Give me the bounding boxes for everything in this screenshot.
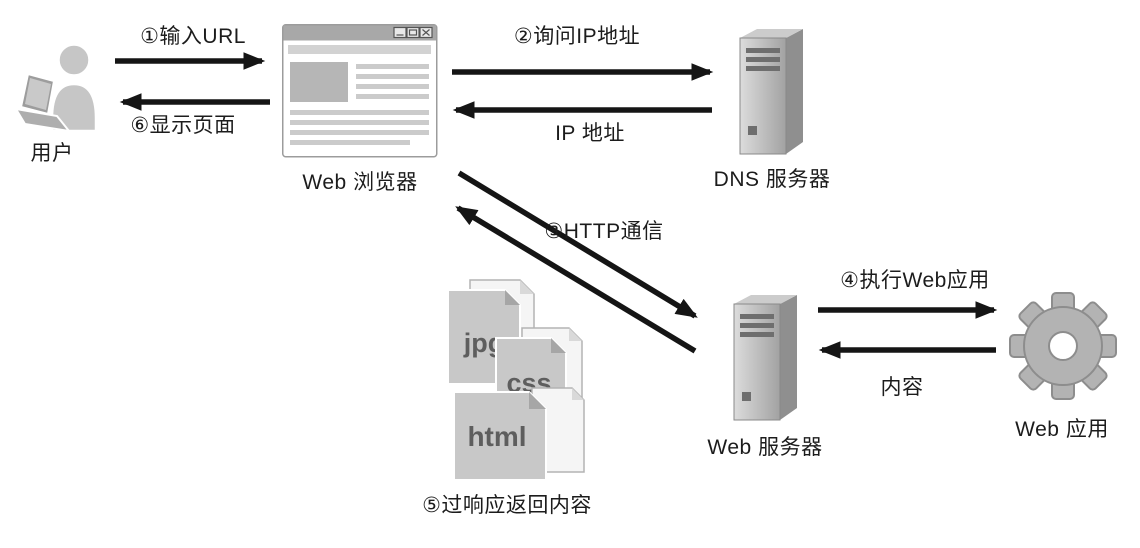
browser-window-icon [282,24,438,158]
web-app-gear-icon [1009,292,1117,400]
response-files-icon: jpg css html [447,279,585,481]
dns-server-label: DNS 服务器 [713,168,831,191]
file-label-html: html [467,421,526,452]
arrow-http-response [455,205,697,354]
window-controls-icon [393,26,433,39]
web-server-label: Web 服务器 [707,436,823,459]
file-html: html [453,391,547,481]
dns-server-icon [739,28,804,155]
step6-label: ⑥显示页面 [130,114,236,137]
step5-label: ⑤过响应返回内容 [422,494,592,517]
step3-label: ③HTTP通信 [544,220,664,243]
browser-image-placeholder [290,62,348,102]
user-icon [14,43,98,133]
step4-label: ④执行Web应用 [840,269,990,292]
laptop-base-icon [14,107,72,133]
user-label: 用户 [30,142,74,165]
content-reply-label: 内容 [880,376,924,399]
web-app-label: Web 应用 [1015,418,1109,441]
step2-label: ②询问IP地址 [513,25,641,48]
web-server-icon [733,294,798,421]
step1-label: ①输入URL [140,25,246,48]
ip-reply-label: IP 地址 [555,122,625,145]
browser-label: Web 浏览器 [302,171,418,194]
arrow-http-request [457,170,698,319]
browser-text-lines [290,64,429,145]
